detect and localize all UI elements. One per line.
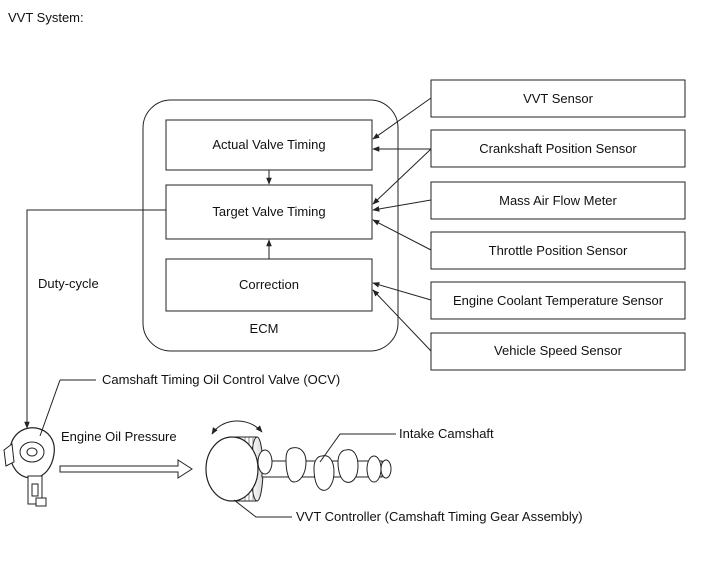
rotation-arrow <box>211 420 263 435</box>
vvt-sensor-label: VVT Sensor <box>523 91 594 106</box>
coolant-to-correction-arrow <box>372 282 432 301</box>
vehicle-speed-sensor-label: Vehicle Speed Sensor <box>494 343 623 358</box>
crank-to-target-arrow <box>372 148 432 205</box>
correction-box <box>165 258 373 312</box>
intake-camshaft-shape <box>257 447 392 491</box>
ocv-label: Camshaft Timing Oil Control Valve (OCV) <box>102 372 340 387</box>
maf-meter-box <box>430 181 686 220</box>
actual-valve-timing-label: Actual Valve Timing <box>212 137 325 152</box>
maf-to-target-arrow <box>372 199 432 212</box>
throttle-sensor-label: Throttle Position Sensor <box>489 243 628 258</box>
vvt-to-actual-arrow <box>372 97 432 140</box>
crankshaft-sensor-box <box>430 129 686 168</box>
vvt-sensor-box <box>430 79 686 118</box>
intake-camshaft-leader <box>319 433 396 463</box>
ecm-label: ECM <box>250 321 279 336</box>
ocv-leader-line <box>39 379 61 437</box>
vvt-controller-gear <box>205 436 264 502</box>
oil-pressure-arrow <box>59 459 193 479</box>
oil-pressure-label: Engine Oil Pressure <box>61 429 177 444</box>
duty-cycle-label: Duty-cycle <box>38 276 99 291</box>
vehicle-speed-sensor-box <box>430 332 686 371</box>
throttle-sensor-box <box>430 231 686 270</box>
actual-valve-timing-box <box>165 119 373 171</box>
throttle-to-target-arrow <box>372 219 432 251</box>
coolant-sensor-label: Engine Coolant Temperature Sensor <box>453 293 664 308</box>
target-valve-timing-label: Target Valve Timing <box>212 204 325 219</box>
maf-meter-label: Mass Air Flow Meter <box>499 193 617 208</box>
correction-label: Correction <box>239 277 299 292</box>
ocv-valve-icon <box>3 427 55 507</box>
vvt-controller-leader <box>233 499 292 518</box>
speed-to-correction-arrow <box>372 289 432 352</box>
intake-camshaft-label: Intake Camshaft <box>399 426 494 441</box>
diagram-title: VVT System: <box>8 10 84 25</box>
target-valve-timing-box <box>165 184 373 240</box>
coolant-sensor-box <box>430 281 686 320</box>
duty-cycle-line <box>24 209 166 429</box>
crankshaft-sensor-label: Crankshaft Position Sensor <box>479 141 637 156</box>
vvt-controller-label: VVT Controller (Camshaft Timing Gear Ass… <box>296 509 583 524</box>
